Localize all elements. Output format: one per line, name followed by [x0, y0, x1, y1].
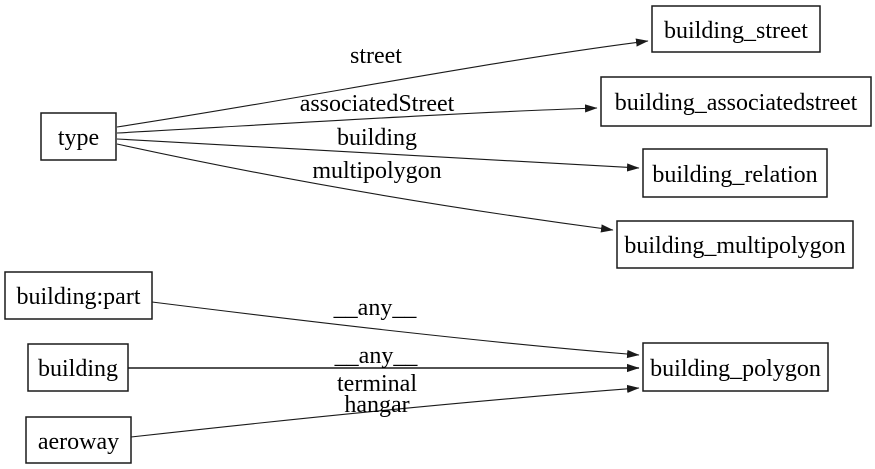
- node-building_multipolygon: building_multipolygon: [616, 220, 854, 269]
- edge-label-street: street: [350, 43, 402, 69]
- edge-line: [116, 143, 614, 233]
- node-building-part: building:part: [4, 271, 153, 320]
- node-label-building_relation: building_relation: [652, 162, 817, 188]
- edge-aeroway-building_polygon: terminal hangar: [130, 371, 640, 438]
- node-box: [616, 220, 854, 269]
- edge-label-terminal: terminal: [337, 371, 417, 397]
- node-box: [651, 5, 821, 53]
- node-label-building: building: [38, 356, 118, 382]
- edge-type-building_relation: building: [116, 125, 640, 172]
- node-label-aeroway: aeroway: [38, 429, 119, 455]
- node-box: [600, 76, 872, 127]
- node-type: type: [40, 112, 117, 161]
- node-box: [40, 112, 117, 161]
- node-building_street: building_street: [651, 5, 821, 53]
- node-building: building: [27, 343, 129, 392]
- node-label-building-part: building:part: [17, 284, 141, 310]
- node-aeroway: aeroway: [25, 416, 132, 464]
- node-label-building_associatedstreet: building_associatedstreet: [615, 90, 858, 116]
- edge-type-building_street: street: [116, 38, 649, 128]
- node-box: [642, 342, 829, 392]
- node-label-building_street: building_street: [664, 18, 808, 44]
- edge-line: [116, 104, 598, 134]
- node-box: [25, 416, 132, 464]
- edge-line: [151, 301, 640, 359]
- edge-buildingpart-building_polygon: __any__: [151, 295, 640, 359]
- edge-type-building_associatedstreet: associatedStreet: [116, 91, 598, 134]
- node-label-building_multipolygon: building_multipolygon: [624, 233, 845, 259]
- edge-line: [116, 38, 649, 128]
- node-building_polygon: building_polygon: [642, 342, 829, 392]
- edge-label-any-1: __any__: [333, 295, 418, 321]
- edge-type-building_multipolygon: multipolygon: [116, 143, 614, 233]
- edge-building-building_polygon: __any__: [128, 343, 640, 373]
- edge-line: [130, 384, 640, 438]
- node-building_relation: building_relation: [642, 148, 828, 198]
- node-box: [27, 343, 129, 392]
- node-building_associatedstreet: building_associatedstreet: [600, 76, 872, 127]
- edge-label-hangar: hangar: [344, 392, 409, 418]
- edge-line: [116, 138, 640, 172]
- edge-label-any-2: __any__: [334, 343, 419, 369]
- edge-label-multipolygon: multipolygon: [312, 158, 441, 184]
- node-label-type: type: [58, 125, 99, 151]
- node-box: [642, 148, 828, 198]
- edge-label-building: building: [337, 125, 417, 151]
- node-label-building_polygon: building_polygon: [650, 356, 821, 382]
- edge-label-associatedstreet: associatedStreet: [300, 91, 455, 117]
- node-box: [4, 271, 153, 320]
